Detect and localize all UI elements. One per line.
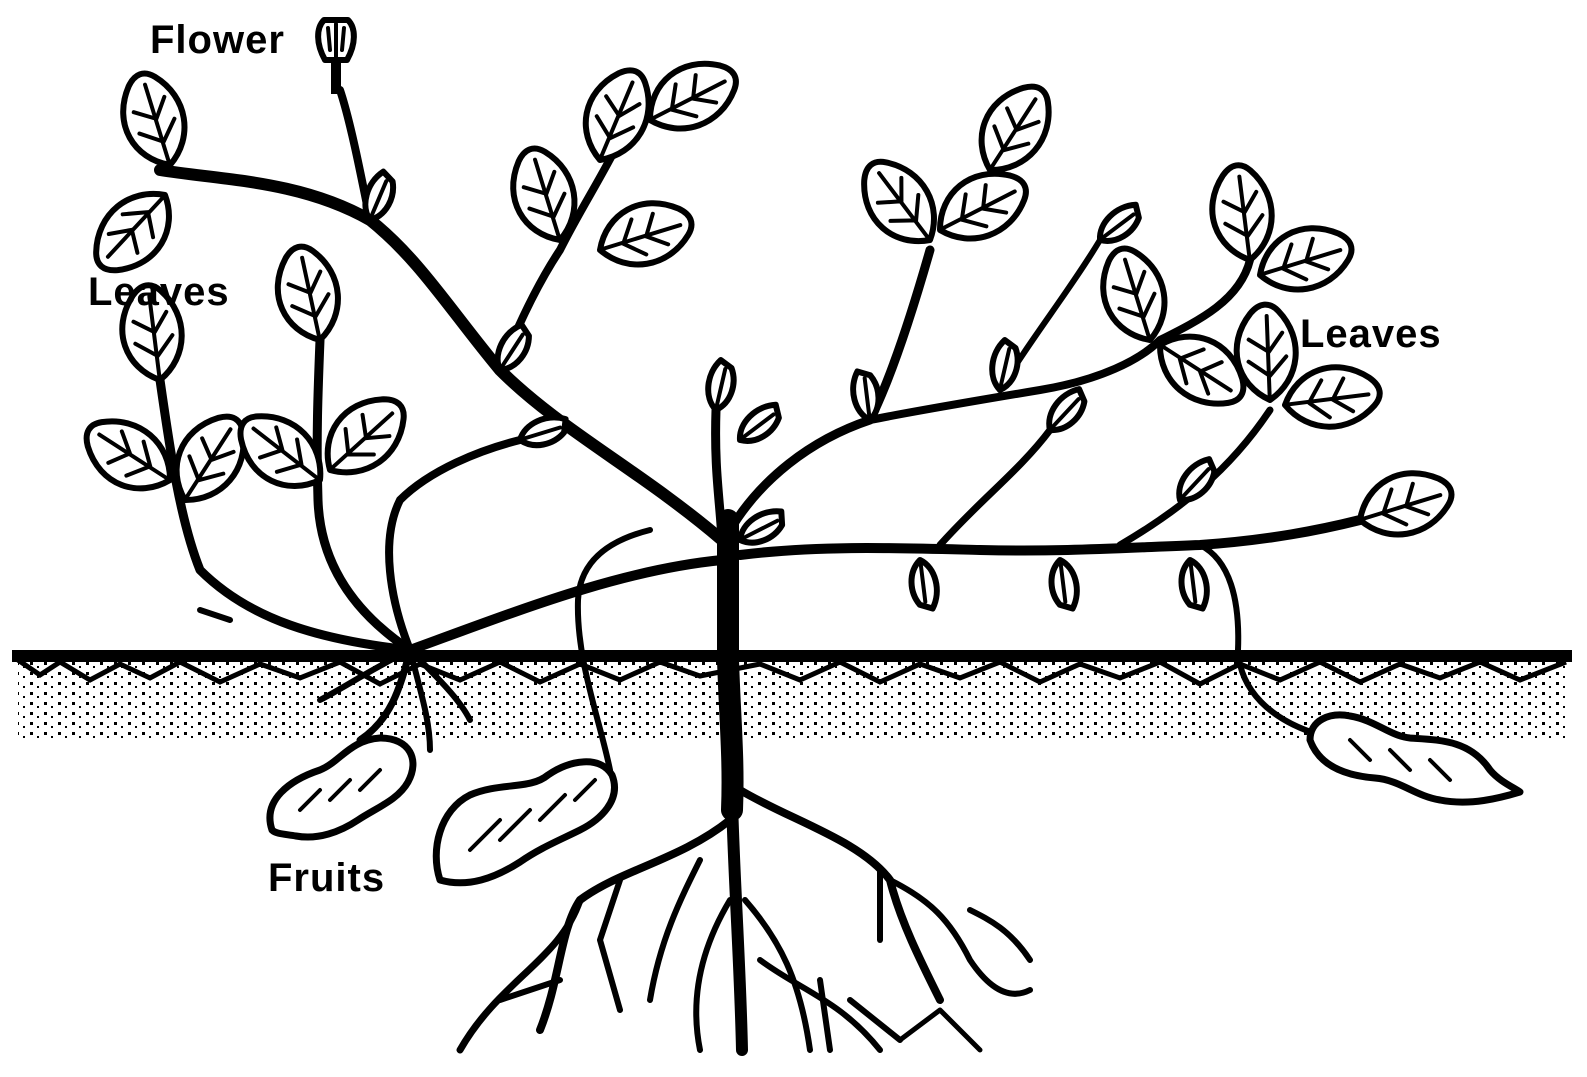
fruits-label: Fruits (268, 858, 385, 898)
flower-label: Flower (150, 20, 285, 60)
leaves-label-right: Leaves (1300, 314, 1442, 354)
flower-icon (318, 20, 354, 94)
leaves-label-left: Leaves (88, 272, 230, 312)
leaves (73, 47, 1460, 611)
